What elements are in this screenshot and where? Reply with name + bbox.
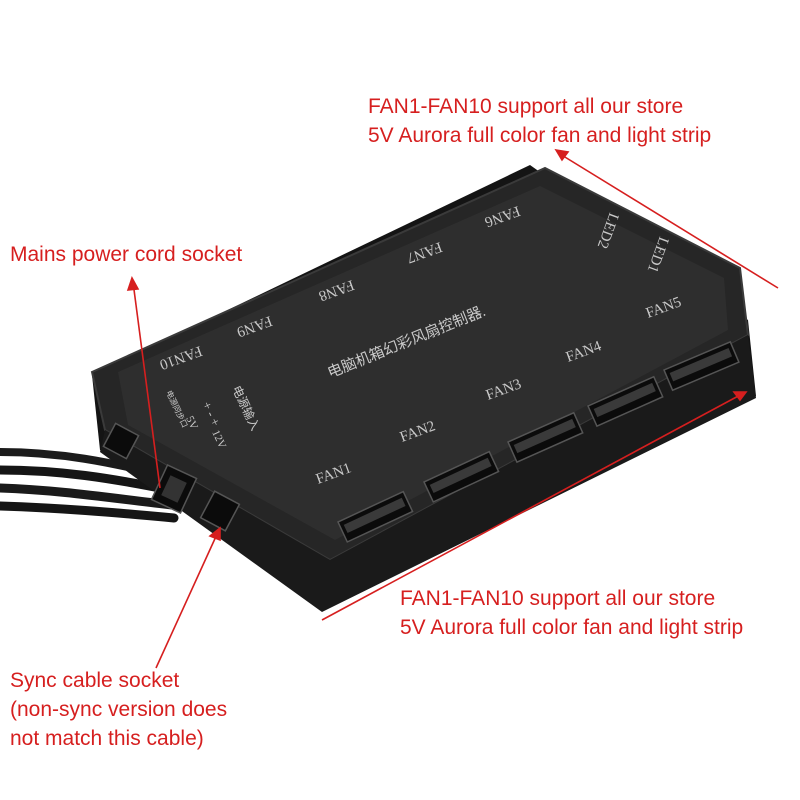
callout-mains-line1: Mains power cord socket (10, 243, 243, 266)
fan-controller-hub: FAN1 FAN2 FAN3 FAN4 FAN5 FAN10 FAN9 FAN8… (90, 165, 756, 612)
fan-header-row (337, 340, 740, 543)
annotation-arrows (126, 148, 779, 669)
callout-bottom-line1: FAN1-FAN10 support all our store (400, 587, 716, 610)
callout-bottom-line2: 5V Aurora full color fan and light strip (400, 616, 744, 639)
callout-sync-line3: not match this cable) (10, 727, 204, 750)
power-socket (150, 464, 198, 514)
callout-top-line2: 5V Aurora full color fan and light strip (368, 124, 712, 147)
callout-mains-socket: Mains power cord socket (10, 240, 242, 269)
callout-sync-line1: Sync cable socket (10, 669, 180, 692)
voltage-5v-label: 5V (183, 414, 200, 431)
callout-top-ports: FAN1-FAN10 support all our store 5V Auro… (368, 92, 711, 150)
callout-bottom-ports: FAN1-FAN10 support all our store 5V Auro… (400, 584, 743, 642)
callout-top-line1: FAN1-FAN10 support all our store (368, 95, 684, 118)
sync-socket (199, 490, 241, 532)
callout-sync-line2: (non-sync version does (10, 698, 228, 721)
left-port (102, 422, 140, 460)
callout-sync-socket: Sync cable socket (non-sync version does… (10, 666, 227, 753)
